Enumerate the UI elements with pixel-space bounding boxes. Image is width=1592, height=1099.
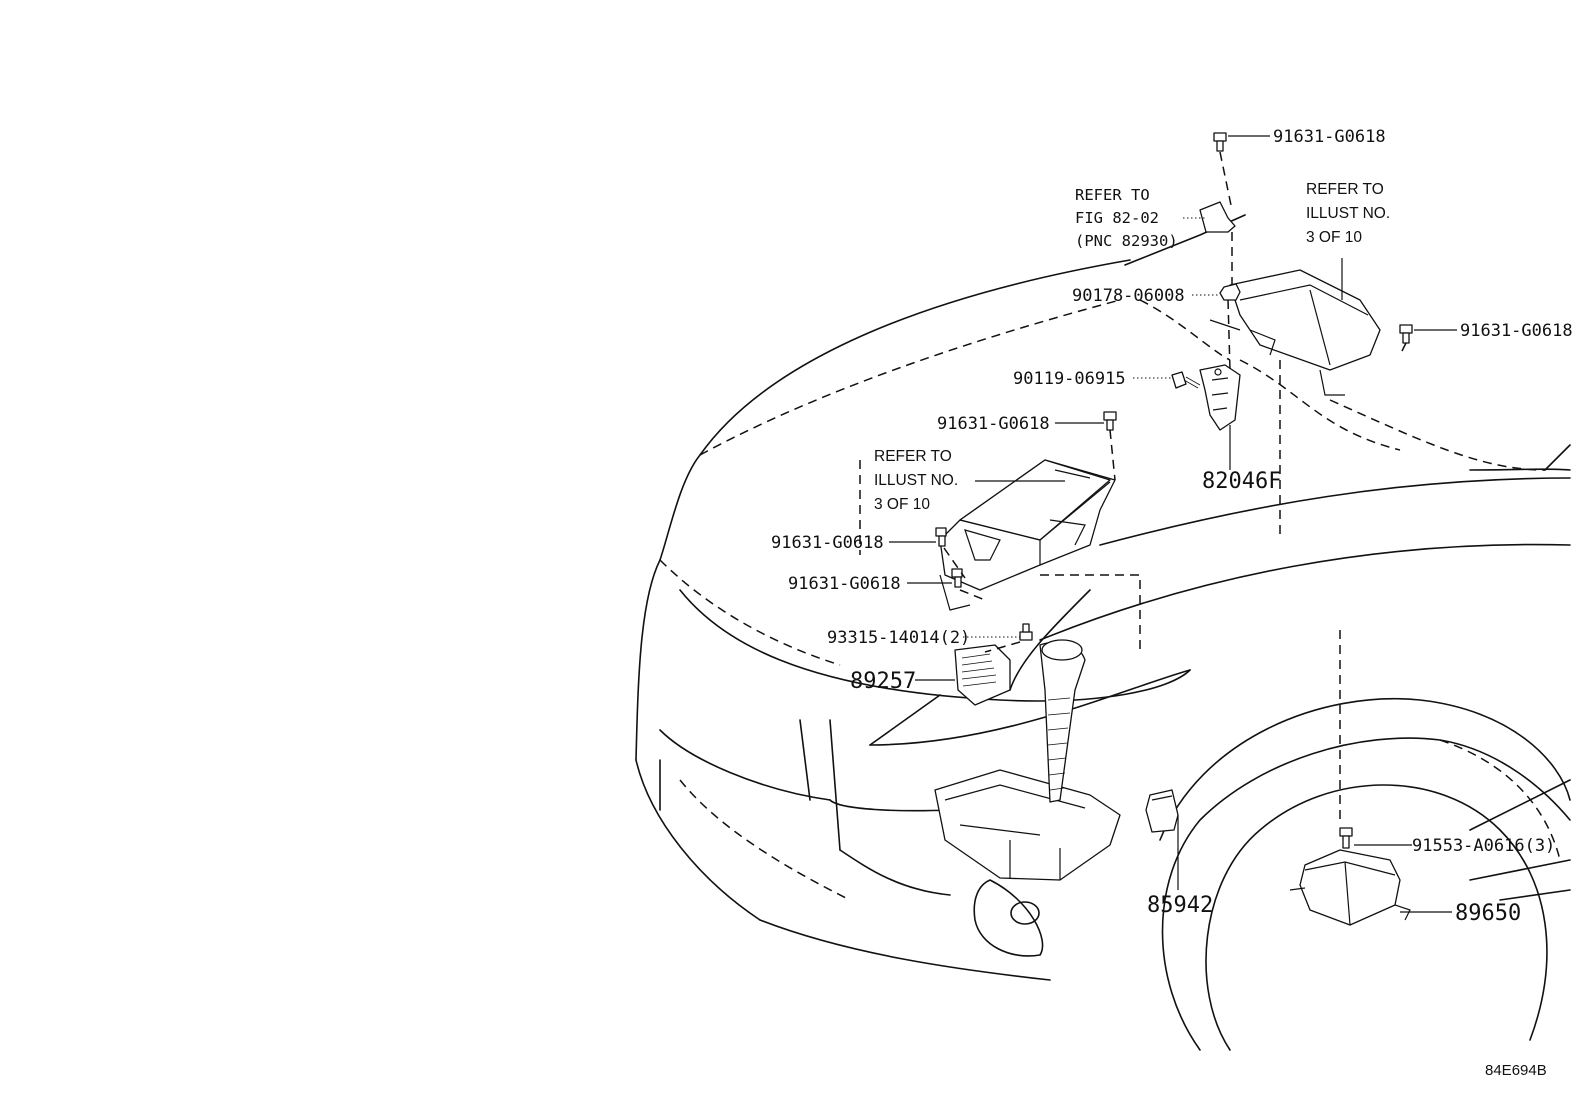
part-number-82046F: 82046F <box>1202 469 1281 494</box>
callout-labels: 91631-G0618 90178-06008 91631-G0618 9011… <box>771 127 1573 1079</box>
callout-90178-06008: 90178-06008 <box>1072 286 1185 306</box>
bolt-icon <box>1103 411 1117 431</box>
refer-illust-note-mid: REFER TO ILLUST NO. 3 OF 10 <box>874 448 958 513</box>
bolt-icon <box>1213 132 1227 152</box>
svg-text:3 OF 10: 3 OF 10 <box>1306 229 1362 246</box>
callout-91631-G0618: 91631-G0618 <box>788 574 901 594</box>
part-number-85942: 85942 <box>1147 893 1213 918</box>
ecu-89650 <box>1289 849 1411 926</box>
leader-lines <box>889 135 1457 913</box>
callout-91631-G0618: 91631-G0618 <box>771 533 884 553</box>
bolt-icon <box>1399 324 1413 344</box>
part-number-89650: 89650 <box>1455 901 1521 926</box>
callout-91553-A0616: 91553-A0616(3) <box>1412 836 1555 856</box>
callout-90119-06915: 90119-06915 <box>1013 369 1126 389</box>
washer-filler-hose <box>1039 639 1086 803</box>
module-85942 <box>1145 789 1179 833</box>
bolt-icon <box>1171 371 1201 389</box>
bolt-icon <box>935 527 947 547</box>
svg-text:FIG 82-02: FIG 82-02 <box>1075 209 1159 227</box>
washer-tank <box>934 769 1121 881</box>
callout-91631-G0618: 91631-G0618 <box>1273 127 1386 147</box>
figure-code: 84E694B <box>1485 1062 1547 1079</box>
bracket-82046F <box>1199 364 1241 431</box>
svg-text:REFER TO: REFER TO <box>874 448 952 465</box>
part-number-89257: 89257 <box>850 669 916 694</box>
svg-text:ILLUST NO.: ILLUST NO. <box>1306 205 1390 222</box>
bolt-icon <box>1019 623 1033 641</box>
svg-text:REFER TO: REFER TO <box>1075 186 1150 204</box>
nut-icon <box>1219 283 1241 301</box>
sensor-89257 <box>954 644 1011 706</box>
svg-text:(PNC 82930): (PNC 82930) <box>1075 232 1178 250</box>
bolts <box>935 132 1413 849</box>
svg-text:REFER TO: REFER TO <box>1306 181 1384 198</box>
bolt-icon <box>1339 827 1353 849</box>
callout-91631-G0618: 91631-G0618 <box>1460 321 1573 341</box>
refer-illust-note-top: REFER TO ILLUST NO. 3 OF 10 <box>1306 181 1390 246</box>
relay-box-middle <box>939 459 1116 611</box>
callout-91631-G0618: 91631-G0618 <box>937 414 1050 434</box>
small-bracket-top <box>1199 201 1236 233</box>
svg-text:ILLUST NO.: ILLUST NO. <box>874 472 958 489</box>
car-body-outline <box>635 214 1571 1051</box>
callout-93315-14014: 93315-14014(2) <box>827 628 970 648</box>
refer-fig-note: REFER TO FIG 82-02 (PNC 82930) <box>1075 186 1178 250</box>
svg-text:3 OF 10: 3 OF 10 <box>874 496 930 513</box>
